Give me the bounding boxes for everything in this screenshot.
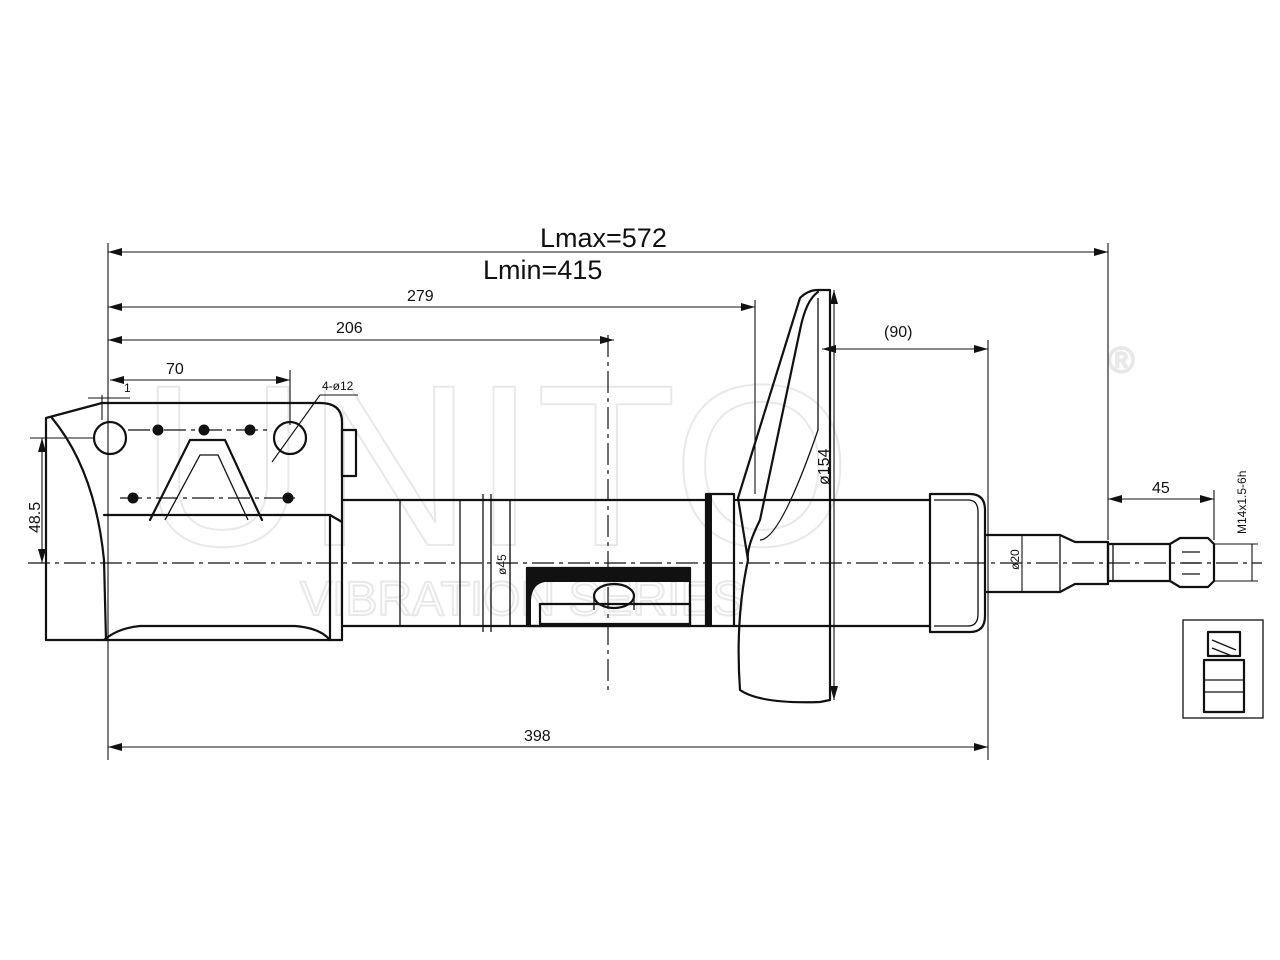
- top-cap: [928, 492, 987, 634]
- dim-20-label: ø20: [1008, 549, 1022, 570]
- inset-nut-body: [1202, 658, 1246, 714]
- inset-frame: [1182, 619, 1264, 719]
- watermark-mark: ®: [1108, 339, 1135, 380]
- rivet-4: [127, 492, 139, 504]
- rivet-1: [152, 424, 164, 436]
- nut-detail-inset: [1182, 619, 1264, 719]
- lmin-label: Lmin=415: [483, 255, 602, 285]
- dim-45-label: ø45: [495, 554, 509, 575]
- dim-206-label: 206: [336, 320, 363, 337]
- spring-seat-fold: [759, 298, 819, 541]
- dim-70-label: 70: [166, 361, 184, 378]
- top-cap-outline: [928, 492, 987, 634]
- rivet-2: [198, 424, 210, 436]
- holes-leader: [271, 394, 321, 463]
- bracket-rib: [148, 438, 264, 522]
- dim-279-label: 279: [407, 288, 434, 305]
- rod-end-nut: [1168, 536, 1216, 589]
- rod-thread: [1106, 542, 1172, 583]
- bracket-tab: [340, 428, 358, 478]
- mounting-bracket: [44, 401, 358, 642]
- spring-seat-inner: [746, 290, 820, 562]
- dim-45t-label: 45: [1152, 480, 1170, 497]
- dim-90-label: (90): [884, 324, 912, 341]
- thread-label: M14x1.5-6h: [1235, 471, 1249, 534]
- mounting-hole-left: [92, 420, 128, 456]
- lower-clamp: [525, 335, 692, 690]
- spring-seat-outline: [736, 288, 832, 704]
- inset-hatch-2: [1211, 647, 1233, 657]
- bracket-outline: [44, 401, 344, 642]
- dim-154-label: ø154: [816, 448, 833, 485]
- holes-label: 4-ø12: [322, 379, 354, 393]
- bracket-body-bottom: [102, 624, 332, 642]
- dim-48-arrows: [38, 438, 46, 563]
- bracket-flange-curve: [50, 416, 108, 642]
- bracket-rib-inner: [164, 454, 249, 521]
- inset-hatch-1: [1211, 639, 1237, 651]
- dim-48-label: 48.5: [27, 502, 44, 533]
- top-cap-inner: [934, 499, 979, 627]
- dim-398-label: 398: [524, 728, 551, 745]
- piston-rod: [983, 533, 1216, 594]
- lmax-label: Lmax=572: [540, 223, 667, 253]
- rivet-3: [244, 424, 256, 436]
- clamp-lower-lip: [538, 602, 692, 626]
- collar-band: [706, 494, 712, 626]
- rivet-5: [282, 492, 294, 504]
- dimension-lines: Lmax=572 Lmin=415 279 206 70 1 4-ø12 48.…: [27, 223, 1258, 760]
- upper-tube: [704, 492, 932, 628]
- inset-nut-top: [1206, 630, 1242, 658]
- dim-1-label: 1: [124, 381, 131, 395]
- spring-seat: [736, 288, 832, 704]
